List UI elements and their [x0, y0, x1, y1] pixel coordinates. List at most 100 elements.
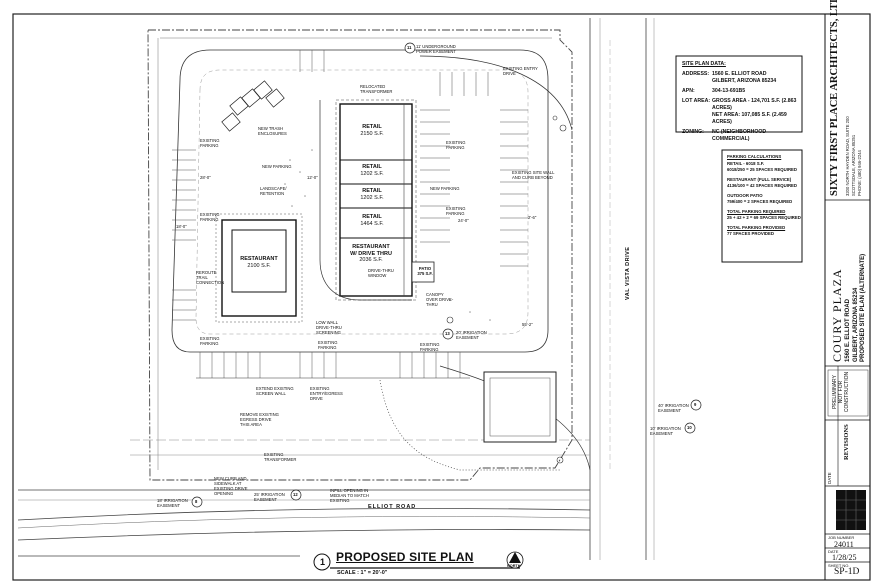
site-data-value: 304-13-691B5	[712, 88, 746, 94]
underground-easement-note: 11' UNDERGROUND POWER EASEMENT	[416, 44, 457, 54]
site-data-row: GILBERT, ARIZONA 85234	[682, 78, 800, 85]
infill-median-note: INFILL OPENING IN MEDIAN TO MATCH EXISTI…	[330, 488, 369, 503]
new-parking-note-2: NEW PARKING	[430, 186, 460, 191]
preliminary-stamp: PRELIMINARY NOT FOR CONSTRUCTION	[832, 371, 850, 413]
existing-entry-egress-note: EXISTING ENTRY/EGRESS DRIVE	[310, 386, 343, 401]
firm-phone: PHONE: (480) 946-2244	[857, 150, 862, 196]
dim-4: 24'-0"	[458, 218, 469, 223]
irrigation-18-note: 18' IRRIGATION EASEMENT	[157, 498, 188, 508]
existing-parking-note-2: EXISTING PARKING	[200, 212, 220, 222]
dim-6: 2'-6"	[528, 215, 537, 220]
site-data-row: LOT AREA:GROSS AREA - 124,701 S.F. (2.86…	[682, 98, 800, 112]
site-data-label	[682, 112, 712, 126]
parking-line: TOTAL PARKING REQUIRED	[727, 208, 786, 214]
site-data-value: 1560 E. ELLIOT ROAD	[712, 71, 767, 77]
site-data-row: ADDRESS:1560 E. ELLIOT ROAD	[682, 71, 800, 78]
revisions-label: REVISIONS	[843, 424, 850, 460]
sheet-date: 1/28/25	[832, 553, 857, 562]
site-data-value: GILBERT, ARIZONA 85234	[712, 78, 777, 84]
site-data-label: ADDRESS:	[682, 71, 710, 77]
site-data-row: APN: 304-13-691B5	[682, 88, 800, 95]
drawing-scale: SCALE : 1" = 20'-0"	[337, 570, 388, 576]
existing-site-wall-note: EXISTING SITE WALL AND CURB BEYOND	[512, 170, 555, 180]
callout-8: 8	[195, 499, 198, 504]
project-name: COURY PLAZA	[830, 268, 844, 362]
north-arrow-icon: NORTH	[507, 564, 521, 568]
site-data-value: NC (NEIGHBORHOOD COMMERCIAL)	[712, 129, 767, 142]
new-parking-note: NEW PARKING	[262, 164, 292, 169]
site-data-label: ZONING:	[682, 129, 704, 135]
job-number: 24011	[834, 540, 854, 549]
existing-parking-note-6: EXISTING PARKING	[318, 340, 338, 350]
parking-line: OUTDOOR PATIO	[727, 192, 763, 198]
landscape-retention-note: LANDSCAPE/ RETENTION	[260, 186, 287, 196]
elliot-road-label: ELLIOT ROAD	[368, 504, 417, 510]
val-vista-drive-label: VAL VISTA DRIVE	[625, 246, 631, 300]
parking-line: 4136/100 = 42 SPACES REQUIRED	[727, 183, 798, 188]
reroute-trail-note: REROUTE TRAIL CONNECTION	[196, 270, 225, 285]
existing-parking-note-7: EXISTING PARKING	[420, 342, 440, 352]
parking-line: 759/400 = 2 SPACES REQUIRED	[727, 199, 793, 204]
dim-5: 55'-2"	[522, 322, 533, 327]
site-data-label: LOT AREA:	[682, 98, 711, 104]
job-number-label: JOB NUMBER	[828, 535, 855, 540]
existing-parking-note-3: EXISTING PARKING	[446, 140, 466, 150]
new-trash-enclosures-note: NEW TRASH ENCLOSURES	[258, 126, 287, 136]
site-data-label	[682, 78, 712, 85]
site-data-row: NET AREA: 107,085 S.F. (2.459 ACRES)	[682, 112, 800, 126]
drawing-number: 1	[319, 557, 325, 567]
site-data-value: NET AREA: 107,085 S.F. (2.459 ACRES)	[712, 112, 787, 125]
date-column-label: DATE	[827, 472, 832, 484]
parking-line: TOTAL PARKING PROVIDED	[727, 224, 786, 230]
parking-line: RESTAURANT (FULL SERVICE)	[727, 176, 792, 182]
existing-parking-note-4: EXISTING PARKING	[446, 206, 466, 216]
parking-line: 6018/250 = 25 SPACES REQUIRED	[727, 167, 798, 172]
sheet-number: SP-1D	[834, 567, 860, 577]
site-data-value: GROSS AREA - 124,701 S.F. (2.863 ACRES)	[712, 98, 797, 111]
canopy-note: CANOPY OVER DRIVE-THRU	[426, 292, 454, 307]
callout-12: 12	[293, 492, 298, 497]
sheet-number-label: SHEET NO.	[828, 563, 850, 568]
remove-egress-drive-note: REMOVE EXISTING EGRESS DRIVE THIS AREA	[240, 412, 279, 427]
existing-parking-note-5: EXISTING PARKING	[200, 336, 220, 346]
sheet-title: PROPOSED SITE PLAN (ALTERNATE)	[860, 253, 866, 362]
low-wall-note: LOW WALL DRIVE-THRU SCREENING	[316, 320, 342, 335]
dim-1: 28'-0"	[200, 175, 211, 180]
parking-line: PARKING CALCULATIONS	[727, 154, 782, 159]
irrigation-40-note: 40' IRRIGATION EASEMENT	[658, 403, 689, 413]
firm-address-2: SCOTTSDALE, ARIZONA 85251	[851, 134, 856, 196]
site-plan-data-heading: SITE PLAN DATA:	[682, 61, 726, 67]
firm-address-1: 3200 NORTH HAYDEN ROAD, SUITE 200	[845, 116, 850, 196]
drawing-title: PROPOSED SITE PLAN	[336, 550, 474, 564]
extend-screen-wall-note: EXTEND EXISTING SCREEN WALL	[256, 386, 294, 396]
dim-3: 12'-0"	[307, 175, 318, 180]
site-data-label: APN:	[682, 88, 695, 94]
firm-name: SIXTY FIRST PLACE ARCHITECTS, LTD.	[829, 0, 840, 196]
callout-13: 13	[445, 331, 450, 336]
project-address-2: GILBERT, ARIZONA 85234	[853, 287, 859, 362]
relocated-transformer-note: RELOCATED TRANSFORMER	[360, 84, 393, 94]
callout-9: 9	[694, 402, 697, 407]
parking-line: RETAIL - 6018 S.F.	[727, 160, 765, 166]
new-curb-note: NEW CURB AND SIDEWALK AT EXISTING DRIVE …	[214, 476, 248, 496]
date-label: DATE	[828, 549, 839, 554]
callout-11: 11	[407, 45, 412, 50]
callout-10: 10	[687, 425, 692, 430]
irrigation-25-note: 25' IRRIGATION EASEMENT	[254, 492, 285, 502]
drive-thru-window-note: DRIVE-THRU WINDOW	[368, 268, 394, 278]
existing-transformer-note: EXISTING TRANSFORMER	[264, 452, 297, 462]
site-data-row: ZONING: NC (NEIGHBORHOOD COMMERCIAL)	[682, 129, 800, 143]
parking-line: 77 SPACES PROVIDED	[727, 231, 774, 236]
existing-entry-drive-note: EXISTING ENTRY DRIVE	[503, 66, 538, 76]
